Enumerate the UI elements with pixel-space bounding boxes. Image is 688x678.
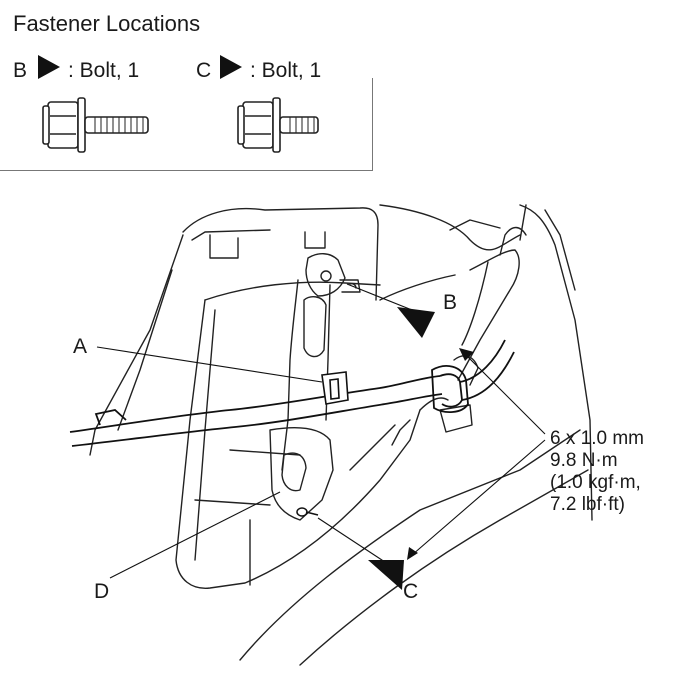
spec-size: 6 x 1.0 mm: [550, 428, 644, 449]
spec-torque-lbf: 7.2 lbf·ft): [550, 494, 625, 515]
arrowhead-spec-b-icon: [459, 348, 474, 361]
leader-a: [96, 346, 323, 383]
callout-c-label: C: [403, 580, 419, 603]
torque-spec: 6 x 1.0 mm 9.8 N·m (1.0 kgf·m, 7.2 lbf·f…: [550, 428, 644, 516]
callout-b-label: B: [443, 291, 458, 314]
leader-c: [317, 517, 386, 563]
bolt-c-icon: [237, 97, 319, 153]
legend-desc-c: : Bolt, 1: [250, 59, 322, 82]
arrowhead-c-icon: [368, 560, 404, 590]
leader-b: [346, 283, 413, 311]
page-title: Fastener Locations: [13, 11, 201, 36]
leader-spec-b: [462, 351, 546, 435]
arrowhead-spec-c-icon: [407, 547, 418, 560]
callout-d-label: D: [94, 580, 110, 603]
bolt-b-icon: [42, 97, 149, 153]
legend-letter-b: B: [13, 59, 28, 82]
leader-spec-c: [411, 439, 546, 556]
spec-torque-kgf: (1.0 kgf·m,: [550, 472, 641, 493]
legend-desc-b: : Bolt, 1: [68, 59, 140, 82]
legend-letter-c: C: [196, 59, 212, 82]
leader-d: [109, 491, 281, 579]
callout-a-label: A: [73, 335, 88, 358]
legend-frame: [0, 78, 373, 171]
spec-torque-nm: 9.8 N·m: [550, 450, 618, 471]
arrowhead-b-icon: [397, 307, 435, 338]
